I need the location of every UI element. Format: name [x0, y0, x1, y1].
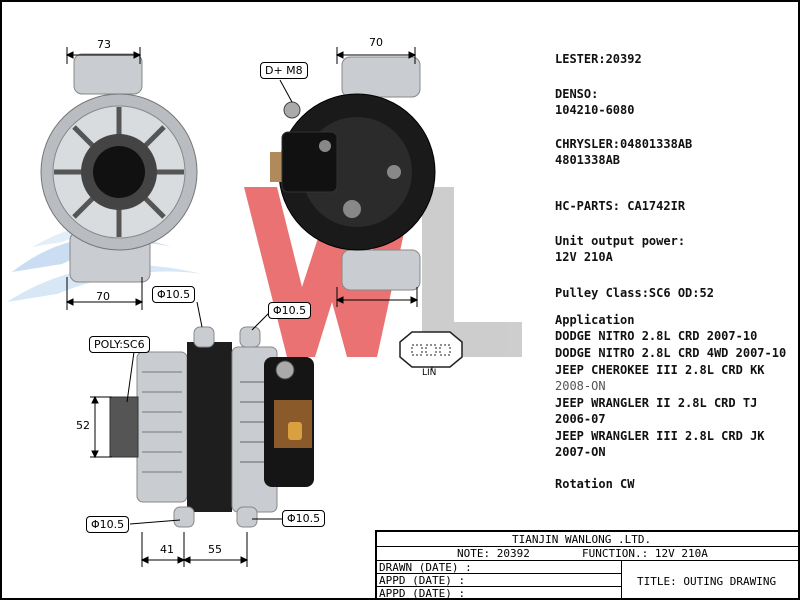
- drawn-field: DRAWN (DATE) :: [379, 561, 472, 574]
- application-line: 2006-07: [555, 412, 606, 426]
- pulley-callout: POLY:SC6: [89, 336, 150, 353]
- terminal-callout: D+ M8: [260, 62, 308, 79]
- side-view: [109, 326, 314, 528]
- title-block: TIANJIN WANLONG .LTD. NOTE: 20392 FUNCTI…: [375, 530, 798, 600]
- drawing-title: TITLE: OUTING DRAWING: [637, 575, 777, 588]
- hole-callout-right-top: Φ10.5: [268, 302, 312, 319]
- hole-callout-right-bottom: Φ10.5: [282, 510, 326, 527]
- lin-connector-icon: [399, 331, 463, 368]
- spec-chrysler-1: CHRYSLER:04801338AB: [555, 137, 693, 151]
- application-line: JEEP WRANGLER III 2.8L CRD JK: [555, 429, 765, 443]
- application-line: 2008-ON: [555, 379, 606, 393]
- dimension-73: 73: [97, 38, 111, 51]
- application-line: JEEP WRANGLER II 2.8L CRD TJ: [555, 396, 758, 410]
- spec-chrysler-2: 4801338AB: [555, 153, 621, 167]
- hole-callout-left-bottom: Φ10.5: [86, 516, 130, 533]
- spec-power-label: Unit output power:: [555, 234, 686, 248]
- rear-view: [270, 56, 436, 291]
- watermark-wave: [7, 220, 202, 302]
- dimension-70-top: 70: [369, 36, 383, 49]
- spec-pulley: Pulley Class:SC6 OD:52: [555, 286, 714, 300]
- spec-application-label: Application: [555, 313, 635, 327]
- front-view: [40, 53, 198, 283]
- hole-callout-left-top: Φ10.5: [152, 286, 196, 303]
- lin-label: LIN: [422, 368, 437, 378]
- dimension-52: 52: [76, 419, 90, 432]
- application-line: 2007-ON: [555, 445, 606, 459]
- spec-rotation: Rotation CW: [555, 477, 635, 491]
- function-text: FUNCTION.: 12V 210A: [582, 547, 708, 560]
- dimension-55: 55: [208, 543, 222, 556]
- company-name: TIANJIN WANLONG .LTD.: [512, 533, 652, 546]
- dimension-70-bottom: 70: [96, 290, 110, 303]
- spec-lester: LESTER:20392: [555, 52, 642, 66]
- alternator-drawing: [7, 47, 522, 567]
- spec-denso-value: 104210-6080: [555, 103, 635, 117]
- application-line: DODGE NITRO 2.8L CRD 4WD 2007-10: [555, 346, 787, 360]
- spec-power-value: 12V 210A: [555, 250, 613, 264]
- appd-field-1: APPD (DATE) :: [379, 574, 466, 587]
- spec-denso-label: DENSO:: [555, 87, 599, 101]
- dimension-41: 41: [160, 543, 174, 556]
- appd-field-2: APPD (DATE) :: [379, 587, 466, 600]
- application-line: JEEP CHEROKEE III 2.8L CRD KK: [555, 363, 765, 377]
- application-line: DODGE NITRO 2.8L CRD 2007-10: [555, 329, 758, 343]
- note-number: NOTE: 20392: [457, 547, 530, 560]
- spec-hc-parts: HC-PARTS: CA1742IR: [555, 199, 686, 213]
